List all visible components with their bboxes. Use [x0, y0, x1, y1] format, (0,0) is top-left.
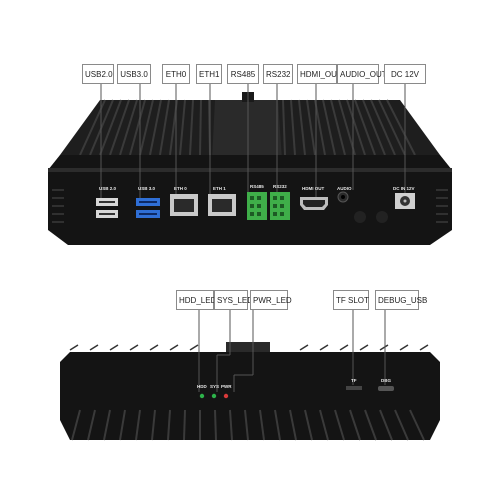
panel-label-hdd: HDD: [197, 384, 207, 389]
hdd-led: [199, 393, 205, 399]
callout-rs232: RS232: [263, 64, 293, 84]
tf-slot: [346, 386, 362, 390]
port-label-eth1: ETH 1: [213, 186, 226, 191]
serial-terminals: [247, 192, 290, 220]
callout-pwr-led: PWR_LED: [250, 290, 292, 310]
callout-tf-slot: TF SLOT: [333, 290, 369, 310]
callout-rs485: RS485: [227, 64, 259, 84]
pwr-led: [223, 393, 229, 399]
debug-usb-port: [378, 386, 394, 391]
panel-label-dbg: DBG: [381, 378, 391, 383]
port-label-rs232: RS232: [273, 184, 287, 189]
eth0-port: [170, 194, 198, 216]
leader-lines: [100, 83, 406, 392]
callout-usb2: USB2.0: [82, 64, 114, 84]
port-label-usb3: USB 3.0: [138, 186, 156, 191]
port-label-usb2: USB 2.0: [99, 186, 117, 191]
callout-sys-led: SYS_LED: [214, 290, 253, 310]
audio-jack: [337, 191, 349, 203]
callout-debug-usb: DEBUG_USB: [375, 290, 427, 310]
bottom-chassis: [60, 342, 440, 441]
callout-usb3: USB3.0: [117, 64, 151, 84]
eth1-port: [208, 194, 236, 216]
port-label-hdmi: HDMI OUT: [302, 186, 325, 191]
port-label-audio: AUDIO: [337, 186, 352, 191]
hdmi-port: [300, 197, 328, 210]
antenna-hole-1: [354, 211, 366, 223]
callout-eth1: ETH1: [196, 64, 222, 84]
panel-label-pwr: PWR: [221, 384, 232, 389]
callout-dc-12v: DC 12V: [384, 64, 426, 84]
dc-jack: [395, 193, 415, 209]
callout-audio-out: AUDIO_OUT: [337, 64, 387, 84]
usb2-ports: [96, 198, 118, 218]
port-label-eth0: ETH 0: [174, 186, 187, 191]
port-label-rs485: RS485: [250, 184, 264, 189]
callout-hdmi-out: HDMI_OUT: [297, 64, 342, 84]
callout-hdd-led: HDD_LED: [176, 290, 216, 310]
panel-label-sys: SYS: [210, 384, 220, 389]
top-chassis: [48, 92, 452, 245]
antenna-hole-2: [376, 211, 388, 223]
panel-label-tf: TF: [351, 378, 357, 383]
sys-led: [211, 393, 217, 399]
port-label-dc: DC IN 12V: [393, 186, 415, 191]
callout-eth0: ETH0: [162, 64, 190, 84]
usb3-ports: [136, 198, 160, 218]
